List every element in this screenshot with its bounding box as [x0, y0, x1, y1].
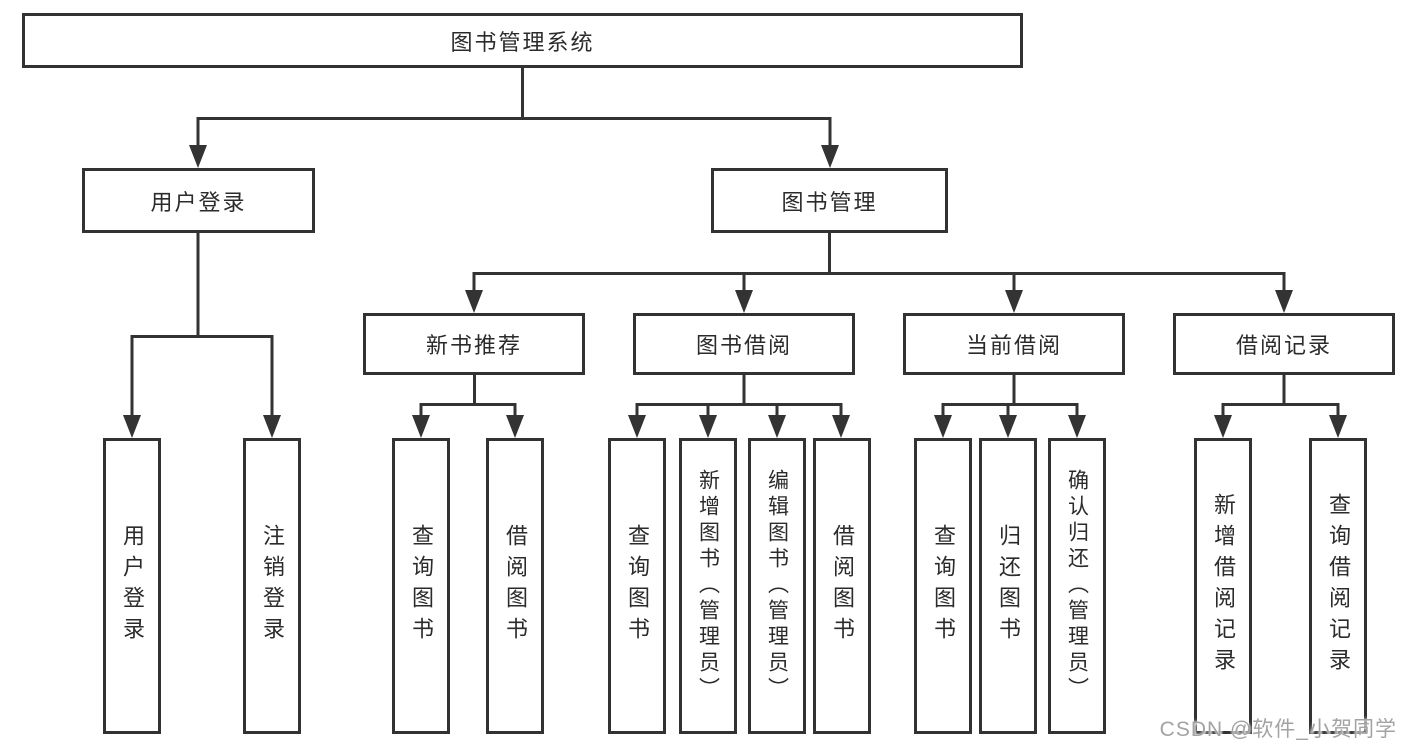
- arrowhead-icon: [1275, 290, 1293, 313]
- leaf-query-books: 查询图书: [392, 438, 450, 734]
- connector-user-login-to-leaves: [130, 233, 274, 420]
- leaf-add-borrow-record: 新增借阅记录: [1194, 438, 1252, 734]
- arrowhead-icon: [1329, 415, 1347, 438]
- leaf-label: 新增图书（管理员）: [696, 469, 720, 703]
- leaf-query-books: 查询图书: [608, 438, 666, 734]
- arrowhead-icon: [934, 415, 952, 438]
- node-label: 借阅记录: [1235, 333, 1332, 358]
- arrowhead-icon: [699, 415, 717, 438]
- leaf-query-books: 查询图书: [914, 438, 972, 734]
- leaf-label: 注销登录: [260, 524, 285, 648]
- csdn-watermark: CSDN @软件_小贺同学: [1159, 718, 1397, 741]
- node-borrow-records: 借阅记录: [1173, 313, 1395, 375]
- connector-book-management-to-level3: [472, 233, 1286, 294]
- leaf-label: 查询图书: [625, 524, 650, 648]
- leaf-label: 新增借阅记录: [1211, 493, 1236, 679]
- connector-borrow-records-to-leaves: [1221, 375, 1340, 419]
- node-book-borrowing: 图书借阅: [633, 313, 855, 375]
- arrowhead-icon: [999, 415, 1017, 438]
- leaf-query-borrow-record: 查询借阅记录: [1309, 438, 1367, 734]
- node-label: 新书推荐: [425, 333, 522, 358]
- connector-book-borrowing-to-leaves: [635, 375, 843, 419]
- leaf-label: 归还图书: [996, 524, 1021, 648]
- node-label: 图书管理系统: [450, 29, 595, 55]
- connector-current-borrowing-to-leaves: [941, 375, 1079, 419]
- arrowhead-icon: [123, 415, 141, 438]
- leaf-add-book-admin: 新增图书（管理员）: [679, 438, 737, 734]
- leaf-user-login: 用户登录: [103, 438, 161, 734]
- arrowhead-icon: [506, 415, 524, 438]
- node-current-borrowing: 当前借阅: [903, 313, 1125, 375]
- leaf-confirm-return-admin: 确认归还（管理员）: [1048, 438, 1106, 734]
- node-label: 图书借阅: [695, 333, 792, 358]
- leaf-label: 查询图书: [931, 524, 956, 648]
- arrowhead-icon: [263, 415, 281, 438]
- leaf-label: 查询图书: [409, 524, 434, 648]
- leaf-logout: 注销登录: [243, 438, 301, 734]
- node-book-management: 图书管理: [711, 168, 948, 233]
- arrowhead-icon: [1005, 290, 1023, 313]
- arrowhead-icon: [1068, 415, 1086, 438]
- arrowhead-icon: [768, 415, 786, 438]
- arrowhead-icon: [628, 415, 646, 438]
- arrowhead-icon: [412, 415, 430, 438]
- leaf-label: 确认归还（管理员）: [1065, 469, 1089, 703]
- node-label: 用户登录: [150, 189, 247, 215]
- node-label: 当前借阅: [965, 333, 1062, 358]
- arrowhead-icon: [821, 145, 839, 168]
- connector-root-to-level2: [196, 68, 832, 150]
- arrowhead-icon: [832, 415, 850, 438]
- leaf-label: 编辑图书（管理员）: [765, 469, 789, 703]
- arrowhead-icon: [1214, 415, 1232, 438]
- leaf-label: 借阅图书: [830, 524, 855, 648]
- connector-new-book-recommend-to-leaves: [419, 375, 517, 419]
- node-user-login: 用户登录: [82, 168, 315, 233]
- leaf-borrow-books: 借阅图书: [813, 438, 871, 734]
- node-new-book-recommend: 新书推荐: [363, 313, 585, 375]
- leaf-label: 借阅图书: [503, 524, 528, 648]
- leaf-label: 查询借阅记录: [1326, 493, 1351, 679]
- leaf-borrow-books: 借阅图书: [486, 438, 544, 734]
- leaf-return-book: 归还图书: [979, 438, 1037, 734]
- node-label: 图书管理: [781, 189, 878, 215]
- arrowhead-icon: [189, 145, 207, 168]
- arrowhead-icon: [465, 290, 483, 313]
- node-library-management-system: 图书管理系统: [22, 13, 1023, 68]
- leaf-edit-book-admin: 编辑图书（管理员）: [748, 438, 806, 734]
- leaf-label: 用户登录: [120, 524, 145, 648]
- arrowhead-icon: [735, 290, 753, 313]
